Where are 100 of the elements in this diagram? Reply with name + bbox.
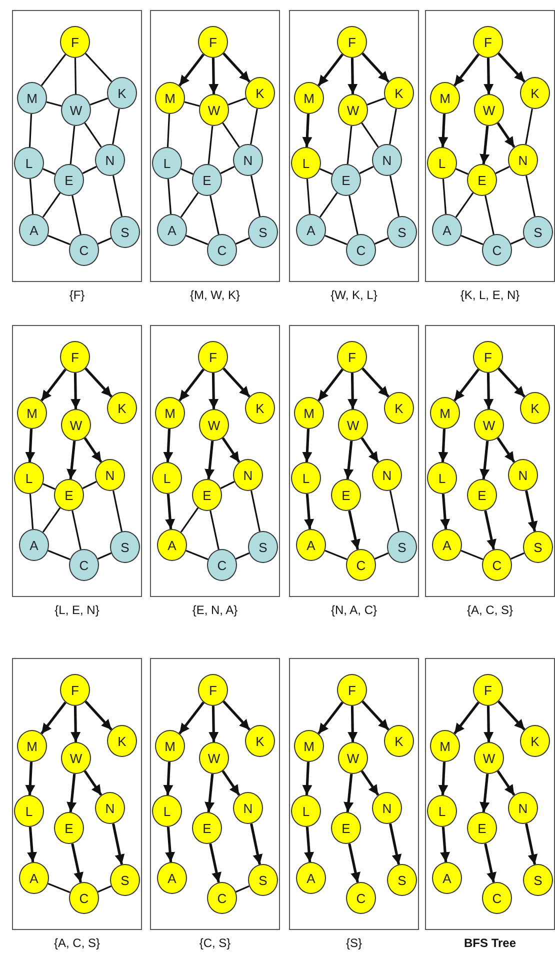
arrow <box>348 372 358 410</box>
graph-node: S <box>523 216 553 248</box>
graph-edge <box>306 178 311 214</box>
arrow <box>222 368 250 398</box>
graph-node: E <box>54 164 84 196</box>
graph-edge <box>84 52 112 82</box>
graph-edge <box>48 882 70 894</box>
graph-node: M <box>155 82 185 114</box>
arrow <box>165 826 176 862</box>
arrow <box>304 494 314 530</box>
graph-edge <box>180 168 194 175</box>
arrow <box>25 762 36 796</box>
arrow <box>524 490 538 532</box>
graph-node: N <box>233 144 263 176</box>
graph-node: C <box>69 549 99 581</box>
graph-edge <box>82 480 97 490</box>
graph-edge <box>374 237 388 245</box>
graph-edge <box>389 175 400 217</box>
graph-node: L <box>14 795 44 827</box>
arrow <box>178 54 205 86</box>
arrow <box>222 770 240 796</box>
graph-node: W <box>338 409 368 441</box>
graph-edge <box>220 480 235 490</box>
graph-edge <box>98 885 112 893</box>
graph-node: L <box>291 147 321 179</box>
arrow <box>484 510 496 550</box>
graph-edge <box>42 168 56 175</box>
graph-node: E <box>192 164 222 196</box>
graph-node: A <box>432 214 462 246</box>
graph-node: M <box>294 397 324 429</box>
graph-node: A <box>296 529 326 561</box>
arrow <box>498 52 526 82</box>
graph-edge <box>42 507 61 533</box>
arrow <box>302 114 312 148</box>
graph-node: N <box>508 459 538 491</box>
arrow <box>66 440 77 480</box>
graph-edge <box>525 175 536 217</box>
graph-edge <box>29 494 34 530</box>
graph-node: W <box>474 94 504 126</box>
arrow <box>302 428 312 462</box>
graph-edge <box>28 114 32 148</box>
panel-caption: {F} <box>68 288 86 302</box>
arrow <box>84 437 102 463</box>
graph-node: C <box>207 549 237 581</box>
arrow <box>348 706 358 742</box>
graph-node: K <box>107 77 137 109</box>
arrow <box>25 428 36 462</box>
arrow <box>362 700 390 730</box>
graph-node: N <box>233 459 263 491</box>
panel-caption: {C, S} <box>198 936 232 950</box>
graph-edge <box>184 101 200 107</box>
arrow <box>40 368 67 402</box>
graph-node: F <box>60 674 90 706</box>
graph-node: A <box>296 862 326 894</box>
graph-edge <box>455 192 474 218</box>
graph-node: M <box>294 730 324 762</box>
graph-node: E <box>467 479 497 511</box>
panel-caption: {E, N, A} <box>191 603 239 617</box>
graph-node: W <box>338 94 368 126</box>
graph-node: C <box>346 549 376 581</box>
arrow <box>84 770 102 796</box>
graph-node: L <box>291 462 321 494</box>
graph-node: C <box>482 882 512 914</box>
graph-node: C <box>207 882 237 914</box>
panel-caption: {W, K, L} <box>330 288 378 302</box>
graph-edge <box>389 108 397 144</box>
graph-edge <box>525 108 533 144</box>
graph-edge <box>186 550 208 560</box>
graph-edge <box>348 195 358 235</box>
graph-node: K <box>245 392 275 424</box>
graph-node: K <box>245 77 275 109</box>
graph-node: M <box>155 397 185 429</box>
graph-edge <box>42 483 56 490</box>
graph-edge <box>460 234 484 246</box>
graph-edge <box>510 552 524 560</box>
graph-node: E <box>192 479 222 511</box>
graph-edge <box>29 178 34 214</box>
graph-edge <box>324 550 348 560</box>
graph-edge <box>98 552 112 560</box>
arrow <box>317 702 344 734</box>
arrow <box>250 823 263 865</box>
arrow <box>480 440 490 480</box>
graph-edge <box>510 237 524 245</box>
graph-node: E <box>331 479 361 511</box>
graph-node: K <box>520 725 550 757</box>
arrow <box>302 762 312 796</box>
arrow <box>222 700 250 730</box>
graph-edge <box>42 192 61 218</box>
graph-node: K <box>107 725 137 757</box>
arrow <box>165 494 176 530</box>
panel-caption: {M, W, K} <box>188 288 241 302</box>
graph-node: L <box>291 795 321 827</box>
graph-node: S <box>387 864 417 896</box>
graph-node: K <box>520 77 550 109</box>
arrow <box>388 823 402 865</box>
graph-edge <box>90 97 108 106</box>
graph-edge <box>236 552 250 560</box>
graph-edge <box>180 192 199 218</box>
graph-edge <box>250 490 261 532</box>
graph-edge <box>210 510 220 550</box>
